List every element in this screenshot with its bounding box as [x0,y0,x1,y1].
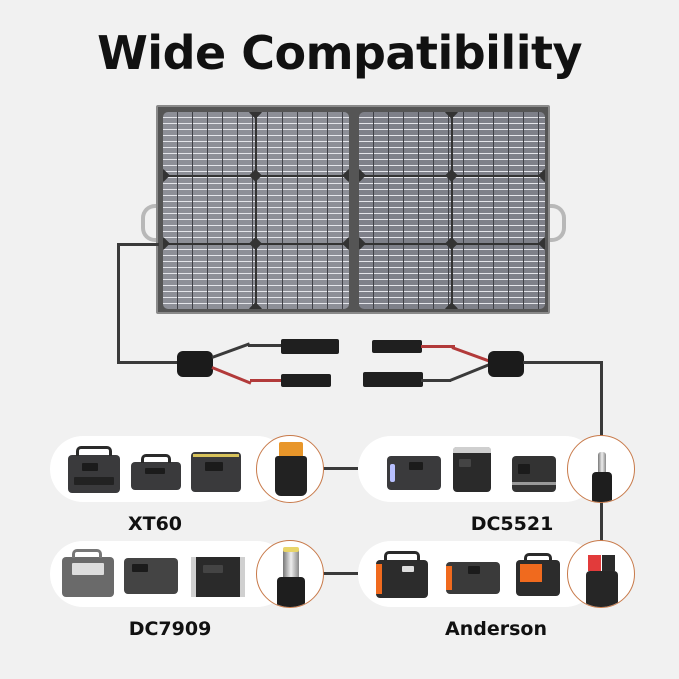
xt60-connector-port [256,435,324,503]
dc7909-label: DC7909 [128,618,212,640]
output-cable [523,361,603,364]
power-station-1 [68,446,120,493]
power-station-2 [131,454,181,490]
anderson-plug-icon [588,555,601,571]
panel-handle-left [141,204,161,242]
solar-panel-half-right [359,112,545,309]
panel-handle-right [546,204,566,242]
y-branch-black-lead [248,344,282,347]
mc4-male-connector [281,374,331,387]
dc5521-label: DC5521 [470,513,554,535]
anderson-connector-port [567,540,635,608]
xt60-plug-icon [279,442,303,458]
power-station-7 [62,549,114,597]
power-station-11 [446,562,500,594]
power-station-10 [376,551,428,598]
solar-panel [156,105,550,314]
anderson-label: Anderson [445,618,547,640]
y-branch-black-lead [211,342,251,359]
dc5521-connector-port [567,435,635,503]
y-branch-red-lead [250,379,282,382]
output-cable [600,361,603,440]
y-branch-connector-left [177,351,213,377]
panel-cable [117,361,179,364]
y-branch-connector-right [488,351,524,377]
y-branch-red-lead [421,345,455,348]
y-branch-black-lead [449,363,490,382]
power-station-4 [387,456,441,490]
power-station-3 [191,452,241,492]
mc4-female-connector [363,372,423,387]
power-station-6 [512,456,556,492]
power-station-12 [516,553,560,596]
y-branch-red-lead [211,366,252,385]
panel-cable [117,243,120,364]
solar-panel-half-left [163,112,349,309]
dc7909-connector-port [256,540,324,608]
power-station-5 [453,447,491,492]
dc5521-barrel-plug-icon [598,452,606,474]
adapter-cable [320,572,358,575]
panel-cable [117,243,159,246]
output-cable [600,500,603,546]
dc7909-barrel-plug-icon [283,549,299,579]
mc4-male-connector [372,340,422,353]
y-branch-black-lead [421,379,451,382]
power-station-9 [191,557,245,597]
mc4-female-connector [281,339,339,354]
power-station-8 [124,558,178,594]
page-title: Wide Compatibility [97,26,582,80]
y-branch-red-lead [451,346,491,363]
adapter-cable [320,467,358,470]
xt60-label: XT60 [127,513,183,535]
